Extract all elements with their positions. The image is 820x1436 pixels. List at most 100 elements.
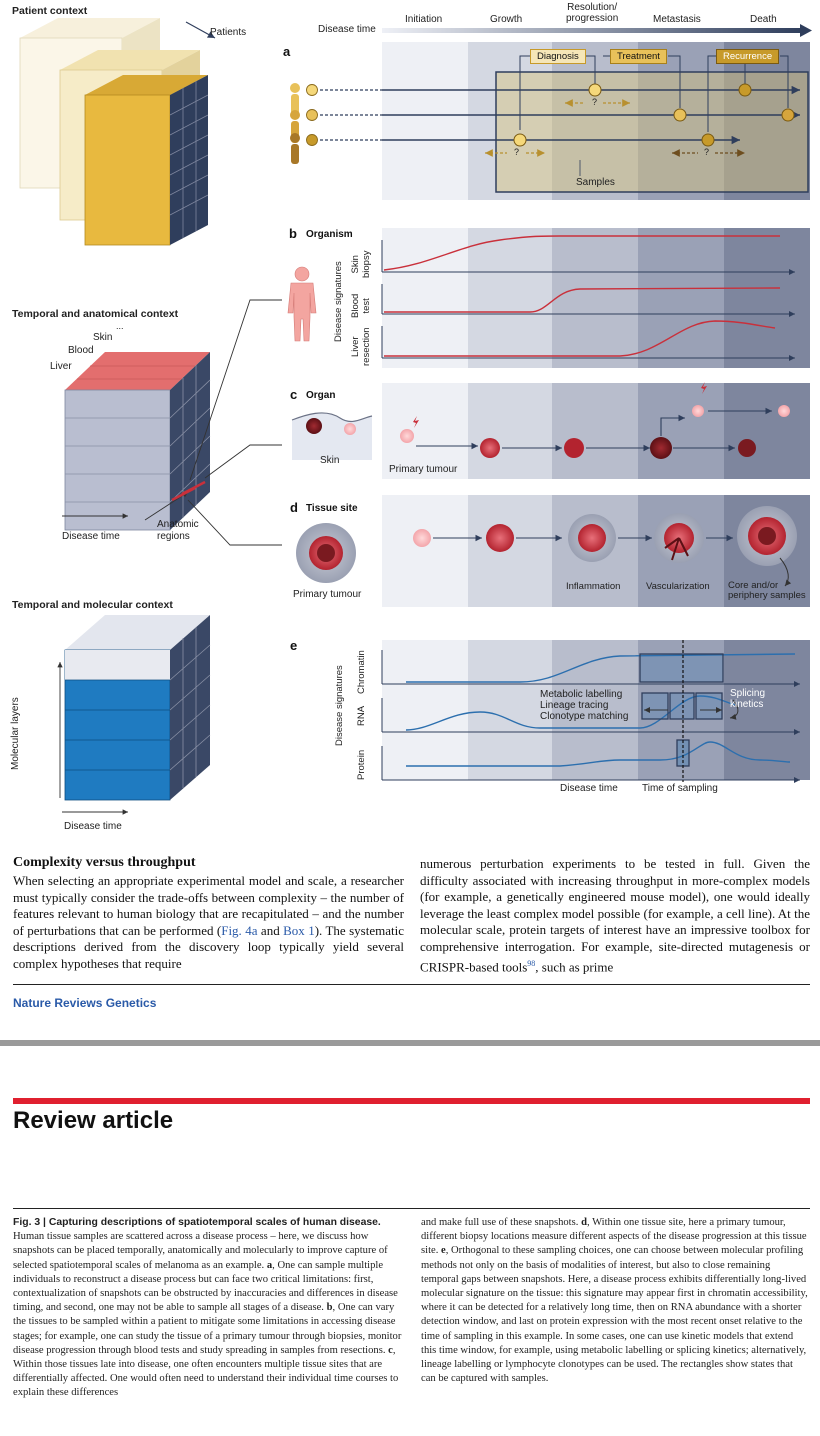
stage-core-periphery-label: Core and/or periphery samples bbox=[728, 580, 806, 601]
layer-label-blood: Blood bbox=[68, 345, 94, 356]
panel-d-title: Tissue site bbox=[306, 503, 358, 514]
panel-e-letter: e bbox=[290, 638, 298, 653]
panel-d-primary-label: Primary tumour bbox=[293, 589, 362, 600]
caption-text-run: , Orthogonal to these sampling choices, … bbox=[421, 1245, 808, 1385]
caption-panel-letter: c bbox=[388, 1344, 393, 1356]
caption-text-run: , One can sample multiple individuals to… bbox=[13, 1259, 398, 1314]
journal-name[interactable]: Nature Reviews Genetics bbox=[13, 996, 157, 1010]
caption-text-run: , Within one tissue site, here a primary… bbox=[421, 1217, 807, 1257]
panel-b-graphics bbox=[287, 235, 795, 361]
red-header-rule bbox=[13, 1098, 810, 1104]
caption-text-run: , One can vary the tissues to be sampled… bbox=[13, 1302, 402, 1356]
recurrence-tag: Recurrence bbox=[716, 49, 780, 64]
section-title: Complexity versus throughput bbox=[13, 855, 196, 870]
panel-e-graphics bbox=[381, 640, 800, 783]
anatomical-x-label: Disease time bbox=[62, 531, 120, 542]
question-mark-3: ? bbox=[704, 147, 710, 157]
panel-c-letter: c bbox=[290, 387, 298, 402]
stage-label-resolution: Resolution/ progression bbox=[566, 2, 619, 24]
ref-98-link[interactable]: 98 bbox=[527, 958, 536, 968]
caption-left-text: Human tissue samples are scattered acros… bbox=[13, 1231, 401, 1398]
track-protein: Protein bbox=[356, 749, 367, 780]
stage-label-death: Death bbox=[750, 14, 777, 25]
fig-4a-link[interactable]: Fig. 4a bbox=[221, 922, 258, 938]
caption-text-run: , Within those tissues late into disease… bbox=[13, 1344, 399, 1399]
page-separator bbox=[0, 1040, 820, 1046]
panel-d-graphics bbox=[296, 506, 797, 587]
caption-panel-letter: a bbox=[266, 1259, 273, 1271]
temporal-molecular-title: Temporal and molecular context bbox=[12, 599, 173, 611]
panel-b-letter: b bbox=[289, 226, 297, 241]
body-left-text-a: When selecting an appropriate experiment… bbox=[13, 873, 404, 938]
organism-figure bbox=[287, 266, 317, 342]
anatomical-cube bbox=[62, 352, 211, 531]
panel-c-primary-label: Primary tumour bbox=[389, 464, 458, 475]
connector-lines bbox=[187, 299, 282, 546]
caption-panel-letter: d bbox=[581, 1217, 587, 1228]
splicing-kinetics-label: Splicing kinetics bbox=[730, 688, 766, 710]
treatment-tag: Treatment bbox=[610, 49, 667, 64]
panel-e-y-label: Disease signatures bbox=[334, 665, 345, 746]
box-1-link[interactable]: Box 1 bbox=[283, 922, 315, 938]
patients-arrow bbox=[185, 21, 216, 39]
caption-left: Fig. 3 | Capturing descriptions of spati… bbox=[13, 1216, 405, 1401]
patient-cube-stack bbox=[19, 18, 208, 246]
molecular-x-label: Disease time bbox=[64, 821, 122, 832]
panel-b-title: Organism bbox=[306, 229, 353, 240]
disease-time-axis bbox=[382, 24, 812, 37]
stage-label-initiation: Initiation bbox=[405, 14, 443, 25]
body-left-text-b: and bbox=[257, 922, 284, 938]
layer-label-liver: Liver bbox=[50, 361, 72, 372]
panel-a-graphics bbox=[290, 55, 809, 193]
stage-label-metastasis: Metastasis bbox=[653, 14, 701, 25]
panel-e-x-label: Disease time bbox=[560, 783, 618, 794]
method-lineage-tracing: Lineage tracing bbox=[540, 700, 609, 711]
stage-vascularization-label: Vascularization bbox=[646, 581, 710, 592]
caption-right-text: and make full use of these snapshots. d,… bbox=[421, 1217, 808, 1384]
question-mark-2: ? bbox=[514, 147, 520, 157]
timeline-axis-label: Disease time bbox=[318, 24, 376, 35]
method-metabolic-labelling: Metabolic labelling bbox=[540, 689, 623, 700]
track-blood-test: Blood test bbox=[350, 293, 372, 318]
patient-cube-grid bbox=[169, 81, 209, 238]
caption-panel-letter: e bbox=[441, 1245, 446, 1257]
panel-d-letter: d bbox=[290, 500, 298, 515]
body-left-text-c: ). The systematic descriptions derived f… bbox=[13, 922, 404, 971]
track-skin-biopsy: Skin biopsy bbox=[350, 250, 372, 278]
figure-3 bbox=[19, 18, 812, 815]
body-right-text-a: numerous perturbation experiments to be … bbox=[420, 856, 810, 974]
molecular-cube bbox=[57, 615, 211, 815]
diagnosis-tag: Diagnosis bbox=[530, 49, 586, 64]
temporal-anatomical-title: Temporal and anatomical context bbox=[12, 308, 179, 320]
molecular-y-label: Molecular layers bbox=[10, 697, 21, 770]
track-rna: RNA bbox=[356, 705, 367, 726]
panel-c-title: Organ bbox=[306, 390, 336, 401]
skin-label: Skin bbox=[320, 455, 340, 466]
track-chromatin: Chromatin bbox=[356, 650, 367, 694]
stage-label-growth: Growth bbox=[490, 14, 523, 25]
layer-label-skin: Skin bbox=[93, 332, 113, 343]
article-type-heading: Review article bbox=[13, 1107, 174, 1134]
panel-c-graphics bbox=[291, 382, 790, 460]
panel-a-letter: a bbox=[283, 44, 291, 59]
layer-ellipsis: ... bbox=[116, 321, 124, 331]
patients-label: Patients bbox=[210, 27, 247, 38]
caption-rule bbox=[13, 1208, 810, 1209]
stage-inflammation-label: Inflammation bbox=[566, 581, 621, 592]
caption-panel-letter: b bbox=[326, 1302, 333, 1314]
time-of-sampling-label: Time of sampling bbox=[642, 783, 718, 794]
patient-context-title: Patient context bbox=[12, 5, 88, 17]
track-liver-resection: Liver resection bbox=[350, 327, 372, 366]
question-mark-1: ? bbox=[592, 97, 598, 107]
anatomic-regions-label: Anatomic regions bbox=[157, 519, 199, 542]
samples-label: Samples bbox=[576, 177, 615, 188]
body-left-column: When selecting an appropriate experiment… bbox=[13, 873, 404, 973]
footer-rule bbox=[13, 984, 810, 985]
patient-icons bbox=[290, 83, 300, 164]
body-right-column: numerous perturbation experiments to be … bbox=[420, 856, 810, 975]
body-right-text-b: , such as prime bbox=[535, 958, 614, 974]
panel-b-y-label: Disease signatures bbox=[333, 261, 344, 342]
method-clonotype-matching: Clonotype matching bbox=[540, 711, 629, 722]
caption-text-run: Human tissue samples are scattered acros… bbox=[13, 1231, 388, 1271]
caption-label: Fig. 3 | Capturing descriptions of spati… bbox=[13, 1217, 381, 1228]
